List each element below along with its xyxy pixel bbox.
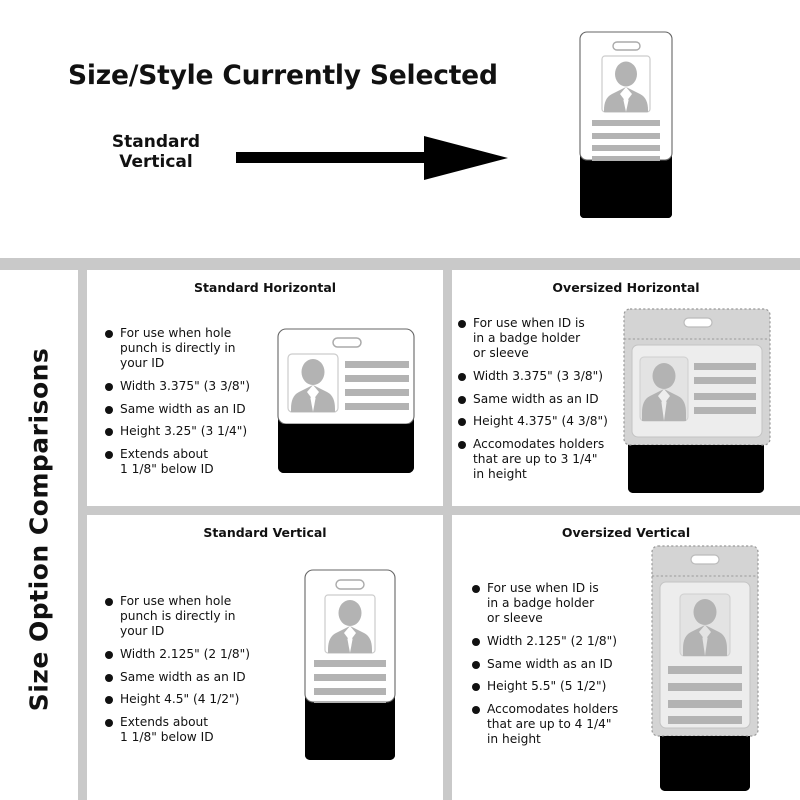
list-item: Same width as an ID [105,670,275,685]
list-item-text: Width 2.125" (2 1/8") [120,646,251,661]
bullet-dot-icon [472,706,480,715]
list-item: Height 4.375" (4 3/8") [458,414,618,429]
list-item-text: Width 3.375" (3 3/8") [473,368,604,383]
card-title-oversized-vertical: Oversized Vertical [561,525,691,540]
bullet-dot-icon [472,585,480,593]
list-item-text: For use when ID is in a badge holder or … [487,581,599,625]
grid-divider-center [443,270,452,800]
list-item: Extends about 1 1/8" below ID [105,447,275,477]
card-title-standard-vertical: Standard Vertical [203,525,327,540]
list-item-text: Same width as an ID [120,401,246,416]
list-item-text: Height 5.5" (5 1/2") [487,679,607,694]
list-item: For use when hole punch is directly in y… [105,326,275,371]
standard-horizontal-badge [271,325,421,477]
list-item: Accomodates holders that are up to 3 1/4… [458,437,618,482]
bullet-dot-icon [105,382,113,391]
list-item: Same width as an ID [105,402,275,417]
list-item: Extends about 1 1/8" below ID [105,715,275,745]
bullet-list-standard-horizontal: For use when hole punch is directly in y… [105,326,275,485]
bullet-dot-icon [105,405,113,414]
list-item-text: Extends about 1 1/8" below ID [120,447,214,477]
selected-style-hero: Size/Style Currently Selected Standard V… [0,0,800,258]
list-item: Accomodates holders that are up to 4 1/4… [472,702,632,747]
list-item: Width 2.125" (2 1/8") [105,647,275,662]
right-arrow-icon [236,136,508,180]
list-item: Height 4.5" (4 1/2") [105,692,275,707]
list-item: Height 5.5" (5 1/2") [472,679,632,694]
page-title: Size/Style Currently Selected [68,60,498,91]
list-item-text: Same width as an ID [487,656,613,671]
bullet-dot-icon [458,320,466,328]
bullet-dot-icon [105,673,113,682]
bullet-list-standard-vertical: For use when hole punch is directly in y… [105,594,275,753]
list-item-text: Accomodates holders that are up to 4 1/4… [487,702,619,746]
bullet-dot-icon [105,696,113,705]
bullet-dot-icon [105,428,113,437]
standard-vertical-badge-preview [576,30,676,220]
list-item-text: For use when ID is in a badge holder or … [473,316,585,360]
list-item-text: Height 4.5" (4 1/2") [120,692,240,707]
list-item: For use when ID is in a badge holder or … [472,581,632,626]
list-item: For use when ID is in a badge holder or … [458,316,618,361]
bullet-dot-icon [458,395,466,404]
card-title-oversized-horizontal: Oversized Horizontal [552,280,700,295]
bullet-dot-icon [458,441,466,450]
list-item: Same width as an ID [472,657,632,672]
bullet-dot-icon [105,598,113,606]
standard-vertical-badge [297,565,402,765]
card-title-standard-horizontal: Standard Horizontal [193,280,337,295]
card-standard-horizontal[interactable]: Standard Horizontal For use when hole pu… [87,270,443,506]
list-item: For use when hole punch is directly in y… [105,594,275,639]
list-item-text: Same width as an ID [473,391,599,406]
sidebar-divider-vertical [78,258,87,800]
card-oversized-horizontal[interactable]: Oversized Horizontal For use when ID is … [452,270,800,506]
bullet-list-oversized-horizontal: For use when ID is in a badge holder or … [458,316,618,490]
bullet-dot-icon [105,330,113,338]
bullet-dot-icon [105,650,113,659]
list-item-text: Extends about 1 1/8" below ID [120,715,214,745]
list-item: Height 3.25" (3 1/4") [105,424,275,439]
oversized-vertical-badge [640,538,770,793]
bullet-dot-icon [472,660,480,669]
list-item-text: Height 3.25" (3 1/4") [120,424,248,439]
list-item: Width 3.375" (3 3/8") [458,369,618,384]
list-item-text: Height 4.375" (4 3/8") [473,414,608,429]
list-item-text: Accomodates holders that are up to 3 1/4… [473,437,605,481]
list-item-text: For use when hole punch is directly in y… [120,594,236,638]
bullet-dot-icon [458,372,466,381]
bullet-list-oversized-vertical: For use when ID is in a badge holder or … [472,581,632,755]
bullet-dot-icon [458,418,466,427]
list-item: Width 3.375" (3 3/8") [105,379,275,394]
card-standard-vertical[interactable]: Standard Vertical For use when hole punc… [87,515,443,800]
section-divider-horizontal [0,258,800,270]
section-label-size-option-comparisons: Size Option Comparisons [0,258,78,800]
bullet-dot-icon [472,637,480,646]
bullet-dot-icon [105,719,113,728]
list-item-text: Width 2.125" (2 1/8") [487,633,618,648]
list-item-text: Width 3.375" (3 3/8") [120,378,251,393]
list-item: Same width as an ID [458,392,618,407]
card-oversized-vertical[interactable]: Oversized Vertical For use when ID is in… [452,515,800,800]
oversized-horizontal-badge [610,297,780,495]
list-item-text: Same width as an ID [120,669,246,684]
list-item: Width 2.125" (2 1/8") [472,634,632,649]
selected-style-label: Standard Vertical [111,132,201,173]
sidebar-label-text: Size Option Comparisons [24,347,54,711]
list-item-text: For use when hole punch is directly in y… [120,326,236,370]
bullet-dot-icon [105,451,113,460]
bullet-dot-icon [472,683,480,692]
